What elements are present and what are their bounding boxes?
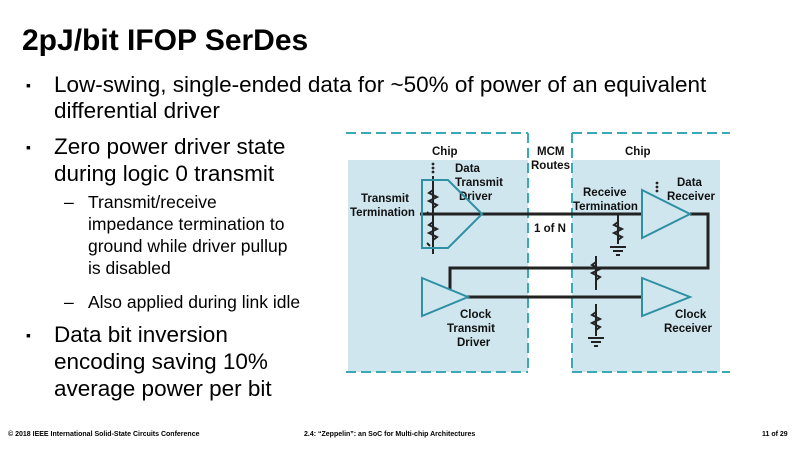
receiver-dots [655, 181, 659, 193]
bullet-3-line-2: encoding saving 10% [54, 349, 268, 374]
slide-title: 2pJ/bit IFOP SerDes [22, 24, 309, 57]
transmit-termination-label-1: Transmit [361, 193, 409, 205]
sub-bullet-1-line-1: Transmit/receive [88, 192, 217, 212]
bullet-3-line-1: Data bit inversion [54, 322, 228, 347]
receive-termination [610, 214, 626, 256]
one-of-n-label: 1 of N [534, 223, 566, 235]
footer-conference: © 2018 IEEE International Solid-State Ci… [8, 431, 200, 438]
sub-bullet-dash: – [64, 292, 74, 312]
bullet-marker: ▪ [26, 327, 31, 343]
right-chip-label: Chip [625, 146, 651, 158]
transmit-termination [426, 176, 440, 254]
clock-receiver-label-1: Clock [675, 309, 707, 321]
clock-transmit-driver-label-3: Driver [457, 337, 491, 349]
clock-transmit-driver-label-2: Transmit [447, 323, 495, 335]
clock-receiver-label-2: Receiver [664, 323, 712, 335]
resistor-icon [426, 189, 440, 209]
bullet-1-line-1: Low-swing, single-ended data for ~50% of… [54, 72, 707, 97]
routes-label: Routes [531, 160, 570, 172]
bullet-marker: ▪ [26, 77, 31, 93]
footer-session: 2.4: “Zeppelin”: an SoC for Multi-chip A… [304, 431, 476, 438]
receive-termination-label-2: Termination [573, 201, 638, 213]
left-chip-border [346, 132, 529, 373]
data-transmit-driver-label-2: Transmit [455, 177, 503, 189]
mcm-label: MCM [537, 146, 564, 158]
data-receiver-icon [641, 188, 693, 240]
sub-bullet-1-line-4: is disabled [88, 258, 171, 278]
resistor-icon [589, 261, 603, 281]
data-transmit-driver-icon [421, 179, 484, 249]
bullet-2-line-2: during logic 0 transmit [54, 161, 275, 186]
clock-receiver-icon [641, 276, 693, 318]
ground-icon [588, 337, 604, 347]
footer-page-number: 11 of 29 [762, 431, 788, 438]
sub-bullet-dash: – [64, 192, 74, 212]
resistor-icon [426, 221, 440, 241]
data-receiver-label-2: Receiver [667, 191, 715, 203]
resistor-icon [611, 221, 625, 241]
data-wires [420, 212, 710, 299]
right-chip-border [571, 132, 730, 373]
sub-bullet-2-line-1: Also applied during link idle [88, 292, 301, 312]
bullet-marker: ▪ [26, 139, 31, 155]
ground-icon [610, 246, 626, 256]
sub-bullet-1-line-2: impedance termination to [88, 214, 285, 234]
switch-icon [426, 211, 431, 247]
bullet-2-line-1: Zero power driver state [54, 134, 286, 159]
left-chip-label: Chip [432, 146, 458, 158]
sub-bullet-1-line-3: ground while driver pullup [88, 236, 288, 256]
resistor-icon [589, 311, 603, 331]
clock-transmit-driver-label-1: Clock [460, 309, 492, 321]
data-transmit-driver-label-1: Data [455, 163, 481, 175]
bullet-3-line-3: average power per bit [54, 376, 272, 401]
chip-borders [346, 132, 730, 373]
receive-termination-label-1: Receive [583, 187, 626, 199]
data-receiver-label-1: Data [677, 177, 703, 189]
clock-terminations [588, 256, 604, 347]
left-chip-region [348, 160, 528, 372]
clock-transmit-driver-icon [421, 276, 471, 318]
clock-feed-line [448, 212, 710, 297]
transmit-dots [431, 162, 435, 174]
bullet-1-line-2: differential driver [54, 98, 220, 123]
transmit-termination-label-2: Termination [350, 207, 415, 219]
